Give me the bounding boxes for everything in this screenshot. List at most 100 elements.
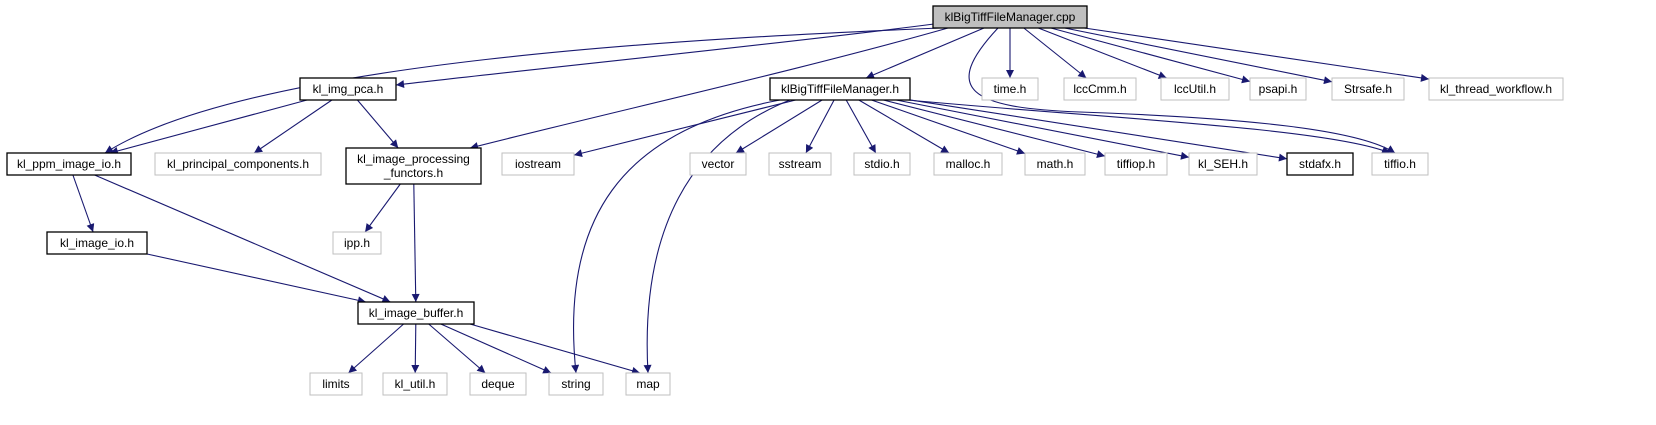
node-label-stdafx: stdafx.h — [1299, 157, 1341, 171]
node-functors[interactable]: kl_image_processing_functors.h — [345, 147, 482, 185]
edge-root-to-lccutil — [1038, 27, 1167, 79]
node-label-stdio: stdio.h — [864, 157, 899, 171]
node-label-root: klBigTiffFileManager.cpp — [945, 10, 1076, 24]
edge-ppm-to-imgbuf — [94, 174, 391, 303]
node-label-bigtiff_h: klBigTiffFileManager.h — [781, 82, 899, 96]
edge-bigtiff_h-to-math — [871, 99, 1026, 155]
node-math: math.h — [1024, 152, 1086, 176]
edge-root-to-tiffio — [968, 27, 1396, 154]
node-label-thread_wf: kl_thread_workflow.h — [1440, 82, 1552, 96]
node-box-sstream — [768, 152, 832, 176]
node-klseh: kl_SEH.h — [1188, 152, 1258, 176]
edge-root-to-bigtiff_h — [865, 27, 985, 79]
node-label-ipp: ipp.h — [344, 236, 370, 250]
node-iostream: iostream — [501, 152, 575, 176]
node-stdafx[interactable]: stdafx.h — [1286, 152, 1354, 176]
node-ipp: ipp.h — [332, 231, 382, 255]
node-label-malloc: malloc.h — [946, 157, 991, 171]
node-box-klseh — [1188, 152, 1258, 176]
node-vector: vector — [689, 152, 747, 176]
edge-pca-to-princ — [253, 99, 333, 154]
edge-imgbuf-to-klutil — [411, 323, 420, 374]
nodes-layer: klBigTiffFileManager.cpp kl_img_pca.h klBi… — [6, 5, 1564, 396]
node-box-princ — [154, 152, 322, 176]
node-label-functors-line1: kl_image_processing — [357, 152, 470, 166]
node-label-tiffiop: tiffiop.h — [1117, 157, 1155, 171]
node-princ: kl_principal_components.h — [154, 152, 322, 176]
node-label-tiffio: tiffio.h — [1384, 157, 1416, 171]
node-label-ppm: kl_ppm_image_io.h — [17, 157, 121, 171]
node-box-deque — [469, 372, 527, 396]
node-label-psapi: psapi.h — [1259, 82, 1298, 96]
node-box-limits — [309, 372, 363, 396]
node-imageio[interactable]: kl_image_io.h — [46, 231, 148, 255]
node-box-functors — [345, 147, 482, 185]
edge-imgbuf-to-deque — [428, 323, 486, 374]
edge-root-to-ppm — [104, 27, 941, 154]
edge-bigtiff_h-to-map — [643, 99, 791, 374]
node-label-functors-line2: _functors.h — [383, 166, 443, 180]
edge-bigtiff_h-to-klseh — [896, 99, 1190, 160]
node-box-tiffio — [1371, 152, 1429, 176]
node-label-math: math.h — [1037, 157, 1074, 171]
node-box-ipp — [332, 231, 382, 255]
node-box-thread_wf — [1428, 77, 1564, 101]
node-imgbuf[interactable]: kl_image_buffer.h — [357, 301, 475, 325]
edge-bigtiff_h-to-tiffio — [907, 99, 1391, 154]
node-label-imageio: kl_image_io.h — [60, 236, 134, 250]
node-malloc: malloc.h — [933, 152, 1003, 176]
node-box-pca — [299, 77, 397, 101]
node-box-stdio — [853, 152, 911, 176]
edge-root-to-psapi — [1050, 27, 1251, 84]
node-ppm[interactable]: kl_ppm_image_io.h — [6, 152, 132, 176]
node-tiffiop: tiffiop.h — [1104, 152, 1168, 176]
edges-layer — [72, 23, 1430, 375]
node-label-lccutil: lccUtil.h — [1174, 82, 1216, 96]
node-string: string — [548, 372, 604, 396]
node-box-lcccmm — [1063, 77, 1137, 101]
node-box-lccutil — [1160, 77, 1230, 101]
edge-functors-to-imgbuf — [411, 183, 420, 303]
node-label-klutil: kl_util.h — [395, 377, 436, 391]
edge-root-to-lcccmm — [1023, 27, 1087, 79]
node-bigtiff_h[interactable]: klBigTiffFileManager.h — [769, 77, 911, 101]
edge-root-to-pca — [395, 23, 935, 89]
edge-imgbuf-to-string — [440, 323, 552, 374]
node-label-string: string — [561, 377, 590, 391]
edge-bigtiff_h-to-vector — [735, 99, 823, 154]
node-label-strsafe: Strsafe.h — [1344, 82, 1392, 96]
node-label-deque: deque — [481, 377, 515, 391]
node-klutil: kl_util.h — [382, 372, 448, 396]
node-box-malloc — [933, 152, 1003, 176]
node-box-klutil — [382, 372, 448, 396]
node-strsafe: Strsafe.h — [1331, 77, 1405, 101]
edge-imgbuf-to-limits — [348, 323, 404, 374]
edge-pca-to-ppm — [109, 99, 308, 155]
node-root[interactable]: klBigTiffFileManager.cpp — [932, 5, 1088, 29]
edge-imageio-to-imgbuf — [146, 253, 367, 305]
node-thread_wf: kl_thread_workflow.h — [1428, 77, 1564, 101]
node-label-sstream: sstream — [779, 157, 822, 171]
node-box-root — [932, 5, 1088, 29]
node-label-vector: vector — [702, 157, 735, 171]
node-label-map: map — [636, 377, 660, 391]
node-box-vector — [689, 152, 747, 176]
node-pca[interactable]: kl_img_pca.h — [299, 77, 397, 101]
node-box-bigtiff_h — [769, 77, 911, 101]
node-box-tiffiop — [1104, 152, 1168, 176]
node-label-klseh: kl_SEH.h — [1198, 157, 1248, 171]
node-box-iostream — [501, 152, 575, 176]
edge-imgbuf-to-map — [469, 323, 641, 375]
node-label-pca: kl_img_pca.h — [313, 82, 384, 96]
node-box-strsafe — [1331, 77, 1405, 101]
edge-root-to-thread_wf — [1084, 27, 1430, 82]
node-map: map — [625, 372, 671, 396]
node-label-princ: kl_principal_components.h — [167, 157, 309, 171]
node-stdio: stdio.h — [853, 152, 911, 176]
node-label-lcccmm: lccCmm.h — [1073, 82, 1126, 96]
node-box-imgbuf — [357, 301, 475, 325]
edge-root-to-functors — [469, 27, 949, 150]
edge-bigtiff_h-to-stdafx — [909, 99, 1288, 162]
edge-bigtiff_h-to-malloc — [858, 99, 950, 154]
